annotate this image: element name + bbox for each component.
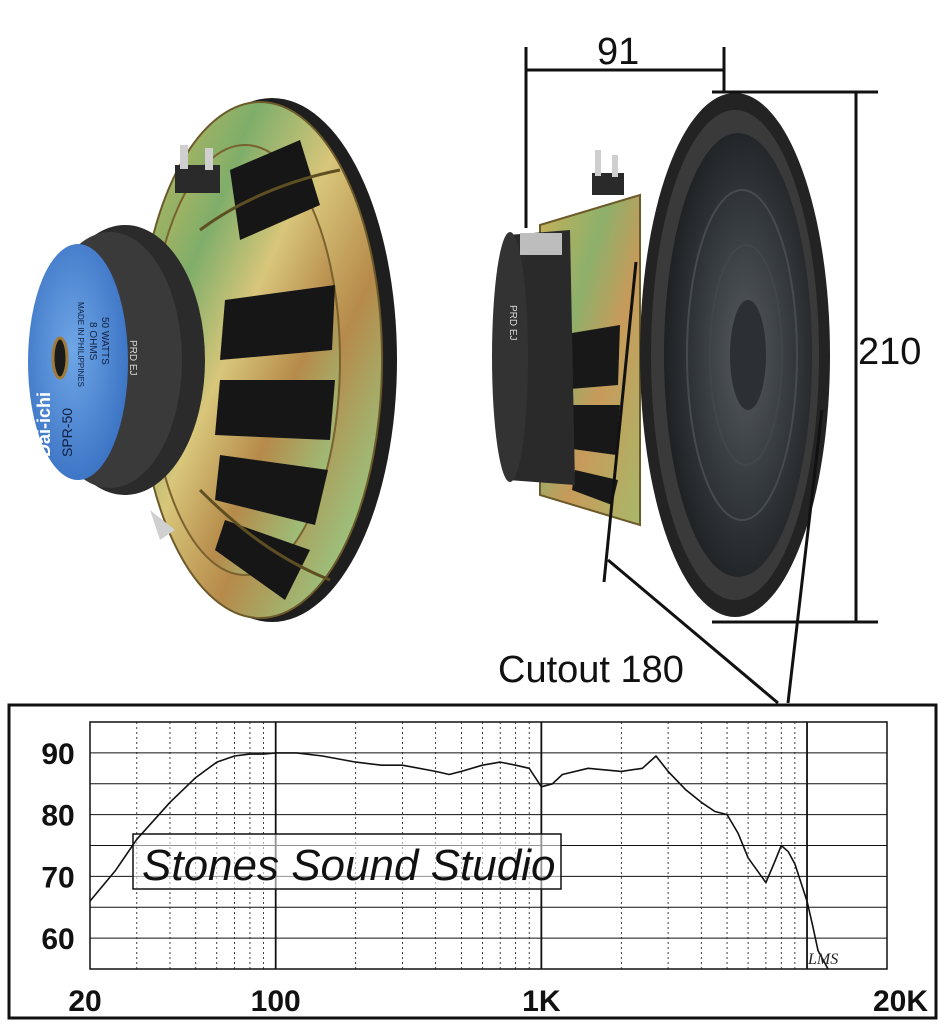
label-impedance: 8 OHMS — [87, 322, 98, 361]
chart-corner-mark: LMS — [807, 951, 838, 968]
depth-dimension: 91 — [597, 31, 639, 73]
rear-bottom-tab — [150, 510, 175, 540]
plot-area — [89, 721, 888, 970]
basket-arms — [198, 168, 341, 582]
label-brand: Dai-ichi — [34, 392, 54, 457]
label-model: SPR-50 — [59, 408, 75, 457]
dimension-lines: 91 210 Cutout 180 — [498, 31, 921, 705]
label-origin: MADE IN PHILIPPINES — [76, 302, 85, 387]
side-magnet-stamp: PRD EJ — [507, 305, 518, 341]
magnet-label — [28, 244, 128, 480]
x-tick-label: 1K — [522, 985, 561, 1018]
y-tick-labels: 60 70 80 90 — [41, 738, 74, 956]
watermark-box: Stones Sound Studio — [132, 833, 562, 890]
rear-magnet-stamp: PRD EJ — [127, 340, 138, 376]
y-tick-label: 70 — [41, 861, 74, 894]
height-dimension: 210 — [858, 331, 921, 373]
terminal-tab — [175, 145, 220, 193]
speaker-side-view: PRD EJ — [492, 93, 830, 617]
speaker-rear-view: Dai-ichi SPR-50 50 WATTS 8 OHMS MADE IN … — [28, 98, 397, 622]
watermark-text: Stones Sound Studio — [142, 841, 555, 890]
pole-vent-hole — [51, 336, 69, 380]
y-tick-label: 80 — [41, 800, 74, 833]
x-tick-label: 20 — [68, 985, 101, 1018]
x-tick-labels: 20 100 1K 20K — [68, 985, 928, 1018]
y-tick-label: 90 — [41, 738, 74, 771]
label-power: 50 WATTS — [99, 317, 110, 365]
x-tick-label: 100 — [251, 985, 301, 1018]
x-tick-label: 20K — [873, 985, 928, 1018]
y-tick-label: 60 — [41, 923, 74, 956]
cutout-dimension: Cutout 180 — [498, 649, 684, 691]
side-terminal — [592, 150, 624, 195]
response-curve — [89, 752, 829, 970]
